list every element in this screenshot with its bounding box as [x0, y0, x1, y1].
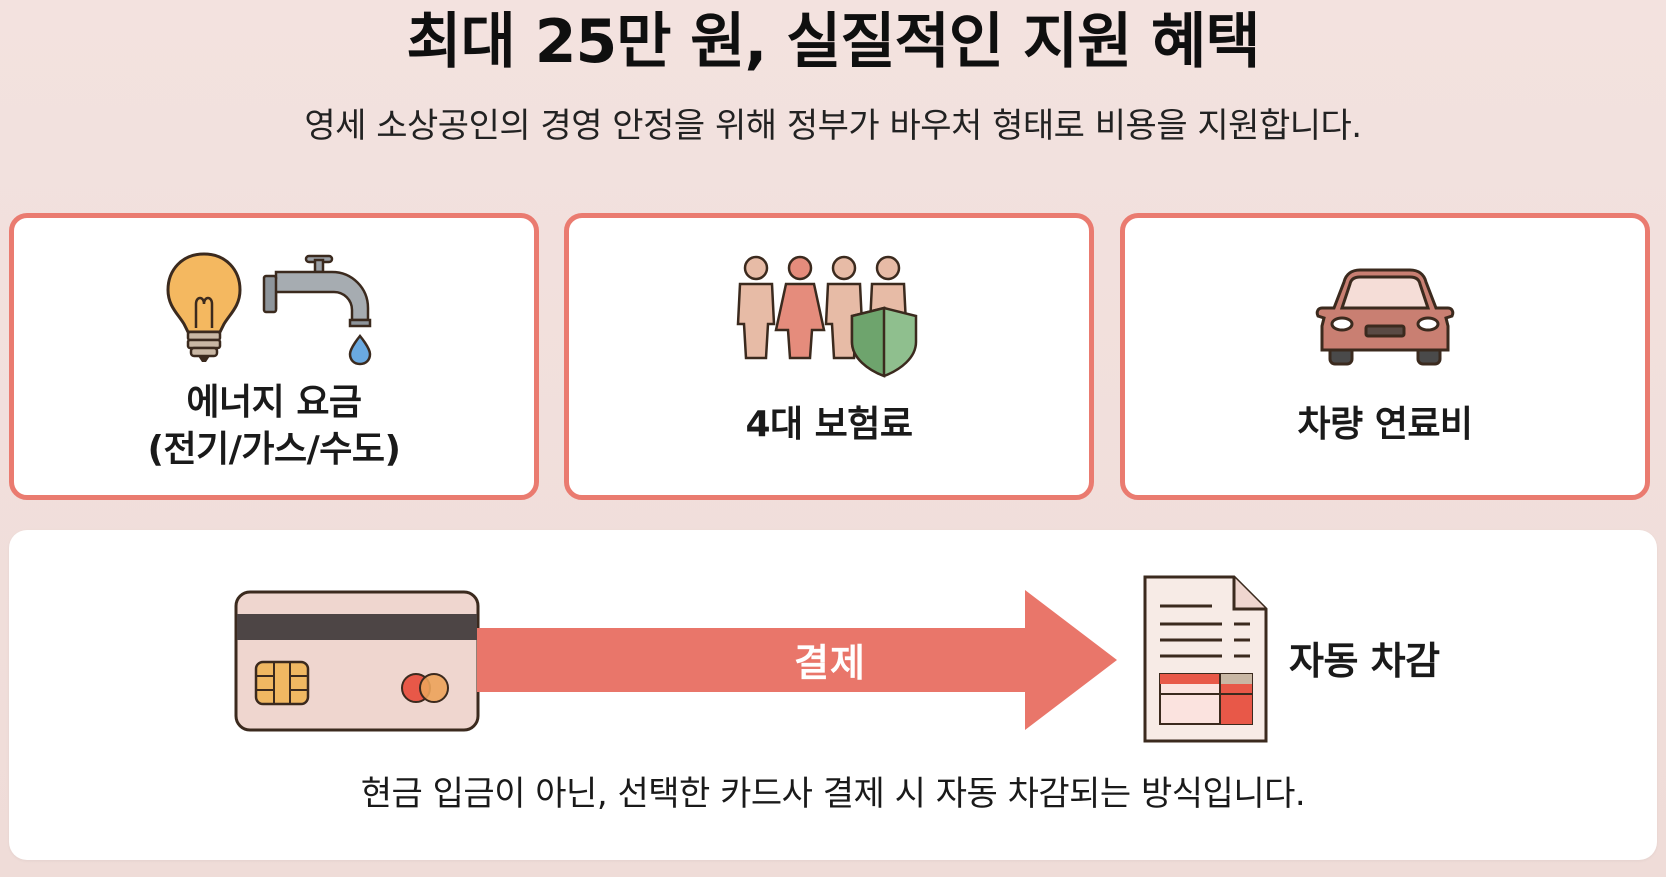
payment-flow-panel: 결제 자동 차감 현금 입금이 아닌, 선택한 카드사 결제 시 자동 차감되는… — [9, 530, 1657, 860]
page-title: 최대 25만 원, 실질적인 지원 혜택 — [406, 7, 1260, 77]
card-label-line1: 차량 연료비 — [1297, 404, 1473, 445]
lightbulb-and-faucet-icon — [14, 248, 534, 368]
people-with-shield-icon — [569, 254, 1089, 378]
lightbulb-icon — [166, 252, 242, 362]
card-label-line1: 4대 보험료 — [745, 404, 913, 445]
page-subtitle: 영세 소상공인의 경영 안정을 위해 정부가 바우처 형태로 비용을 지원합니다… — [304, 106, 1362, 146]
credit-card-icon — [234, 590, 480, 736]
car-icon — [1125, 264, 1645, 374]
arrow-icon — [477, 590, 1117, 734]
benefit-card-fuel: 차량 연료비 — [1120, 213, 1650, 500]
auto-deduct-label: 자동 차감 — [1289, 639, 1440, 683]
card-label-line1: 에너지 요금 — [186, 382, 362, 423]
benefit-card-insurance: 4대 보험료 — [564, 213, 1094, 500]
payment-method-note: 현금 입금이 아닌, 선택한 카드사 결제 시 자동 차감되는 방식입니다. — [360, 774, 1306, 814]
card-label-line2: (전기/가스/수도) — [147, 428, 401, 470]
payment-label: 결제 — [794, 641, 866, 685]
faucet-icon — [262, 254, 372, 366]
benefit-card-energy: 에너지 요금 (전기/가스/수도) — [9, 213, 539, 500]
receipt-document-icon — [1142, 574, 1270, 748]
